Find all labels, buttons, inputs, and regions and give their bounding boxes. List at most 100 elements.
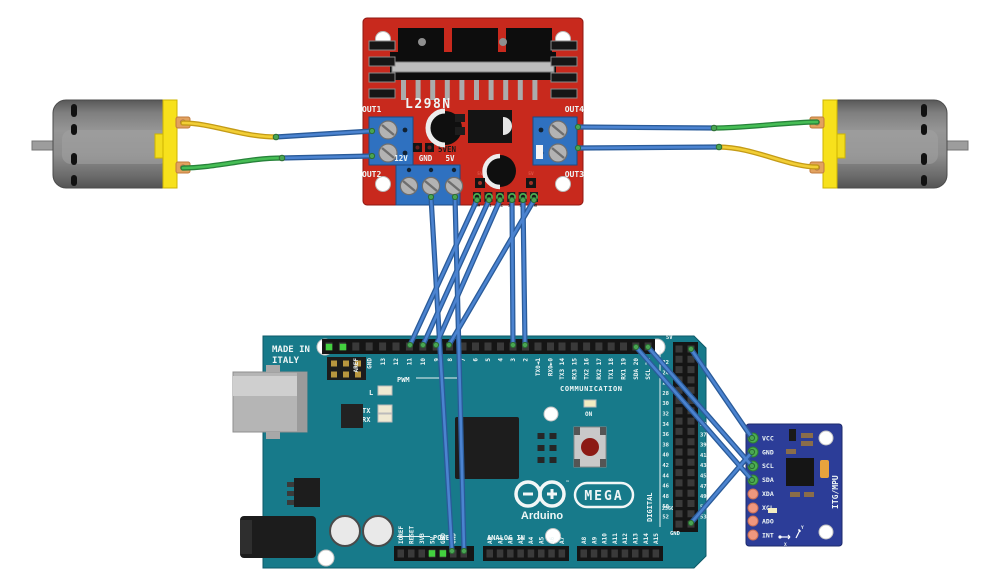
led bbox=[536, 145, 543, 159]
svg-text:XCL: XCL bbox=[762, 504, 774, 512]
svg-text:44: 44 bbox=[662, 473, 669, 479]
mpu-pin-int[interactable] bbox=[747, 529, 759, 541]
wire-right-motor-yellow[interactable] bbox=[717, 145, 819, 169]
icsp-header-1[interactable] bbox=[327, 357, 366, 380]
wire-right-motor-green[interactable] bbox=[712, 120, 819, 130]
led-tx-label: TX bbox=[362, 407, 371, 415]
svg-text:5: 5 bbox=[485, 358, 492, 362]
svg-text:GND: GND bbox=[762, 448, 774, 456]
wire-gnd-to-mpu-gnd[interactable] bbox=[689, 450, 754, 525]
out1-out2-terminal[interactable] bbox=[368, 116, 414, 166]
svg-text:42: 42 bbox=[662, 463, 669, 469]
power-terminal[interactable] bbox=[395, 164, 464, 206]
svg-text:A1: A1 bbox=[497, 536, 504, 544]
svg-text:49: 49 bbox=[700, 494, 707, 500]
usb-chip bbox=[341, 404, 363, 428]
digital-section-label: DIGITAL bbox=[646, 492, 654, 522]
svg-text:A15: A15 bbox=[653, 533, 660, 544]
svg-text:36: 36 bbox=[662, 432, 669, 438]
svg-text:A9: A9 bbox=[591, 536, 598, 544]
communication-label: COMMUNICATION bbox=[560, 385, 623, 393]
svg-text:A8: A8 bbox=[581, 536, 588, 544]
arduino-logo bbox=[514, 480, 566, 508]
svg-text:A11: A11 bbox=[612, 533, 619, 544]
wire-out3-blue[interactable] bbox=[576, 145, 721, 150]
mpu-pin-xda[interactable] bbox=[747, 488, 759, 500]
led-rx bbox=[377, 413, 393, 423]
wire-ena-to-d11[interactable] bbox=[408, 198, 479, 347]
svg-text:11: 11 bbox=[407, 358, 414, 366]
wire-gnd-to-power-gnd[interactable] bbox=[429, 195, 454, 553]
analog-header-a[interactable] bbox=[483, 546, 569, 561]
svg-text:INT: INT bbox=[762, 531, 774, 539]
regulator bbox=[287, 478, 320, 507]
wire-in2-to-d9[interactable] bbox=[434, 198, 502, 347]
wire-in4-to-d2[interactable] bbox=[521, 198, 527, 347]
svg-text:10: 10 bbox=[420, 358, 427, 366]
wire-out1-blue[interactable] bbox=[274, 129, 374, 139]
left-dc-motor[interactable] bbox=[31, 99, 191, 189]
svg-text:53: 53 bbox=[700, 515, 707, 521]
wire-in3-to-d3[interactable] bbox=[510, 198, 515, 347]
svg-text:ADO: ADO bbox=[762, 518, 774, 526]
svg-text:40: 40 bbox=[662, 453, 669, 459]
mpu-pin-ado[interactable] bbox=[747, 515, 759, 527]
svg-text:TX1 18: TX1 18 bbox=[608, 358, 615, 380]
digital-header-right[interactable] bbox=[459, 339, 558, 354]
wire-left-motor-green[interactable] bbox=[181, 156, 284, 170]
svg-text:48: 48 bbox=[662, 494, 669, 500]
svg-text:39: 39 bbox=[700, 443, 707, 449]
wire-5v-to-mpu-vcc[interactable] bbox=[689, 347, 754, 440]
wire-left-motor-yellow[interactable] bbox=[181, 121, 278, 139]
wire-sda20-to-mpu-sda[interactable] bbox=[634, 345, 754, 482]
capacitor-2 bbox=[484, 155, 516, 187]
communication-header[interactable] bbox=[556, 339, 655, 354]
mpu-pin-xcl[interactable] bbox=[747, 502, 759, 514]
svg-text:32: 32 bbox=[662, 412, 669, 418]
5ven-label: 5VEN bbox=[438, 145, 457, 154]
right-motor-endcap bbox=[822, 99, 838, 189]
out2-label: OUT2 bbox=[362, 170, 381, 179]
wire-5v-to-vin[interactable] bbox=[453, 195, 466, 553]
svg-text:12: 12 bbox=[393, 358, 400, 366]
mega-label: MEGA bbox=[584, 489, 623, 504]
svg-text:8: 8 bbox=[447, 358, 454, 362]
svg-text:4: 4 bbox=[498, 358, 505, 362]
right-dc-motor[interactable] bbox=[809, 99, 969, 189]
svg-text:30: 30 bbox=[662, 401, 669, 407]
svg-text:5V: 5V bbox=[445, 154, 455, 163]
svg-text:A2: A2 bbox=[508, 536, 515, 544]
svg-text:3: 3 bbox=[510, 358, 517, 362]
wire-scl21-to-mpu-scl[interactable] bbox=[646, 345, 754, 468]
led-l-label: L bbox=[369, 389, 373, 397]
reset-button[interactable] bbox=[573, 426, 607, 468]
svg-text:A14: A14 bbox=[643, 533, 650, 544]
svg-text:22: 22 bbox=[662, 360, 669, 366]
svg-text:XDA: XDA bbox=[762, 490, 774, 498]
out3-out4-terminal[interactable] bbox=[532, 116, 578, 166]
svg-text:7: 7 bbox=[460, 358, 467, 362]
svg-text:5V: 5V bbox=[528, 171, 534, 177]
analog-header-b[interactable] bbox=[577, 546, 663, 561]
svg-text:A7: A7 bbox=[559, 536, 566, 544]
wire-out4-blue[interactable] bbox=[576, 125, 716, 130]
wire-enb-to-d8[interactable] bbox=[447, 198, 536, 347]
svg-text:45: 45 bbox=[700, 474, 707, 480]
model-label: 2560 bbox=[662, 506, 674, 512]
svg-text:A4: A4 bbox=[528, 536, 535, 544]
svg-text:A12: A12 bbox=[622, 533, 629, 544]
svg-text:37: 37 bbox=[700, 432, 707, 438]
svg-text:DIGITAL: DIGITAL bbox=[646, 492, 654, 522]
5ven-jumper[interactable] bbox=[413, 143, 434, 152]
icsp-header-2[interactable] bbox=[537, 433, 557, 463]
made-in-line1: MADE IN bbox=[272, 345, 310, 355]
wire-out2-blue[interactable] bbox=[280, 154, 374, 160]
svg-text:RX2 17: RX2 17 bbox=[596, 358, 603, 380]
